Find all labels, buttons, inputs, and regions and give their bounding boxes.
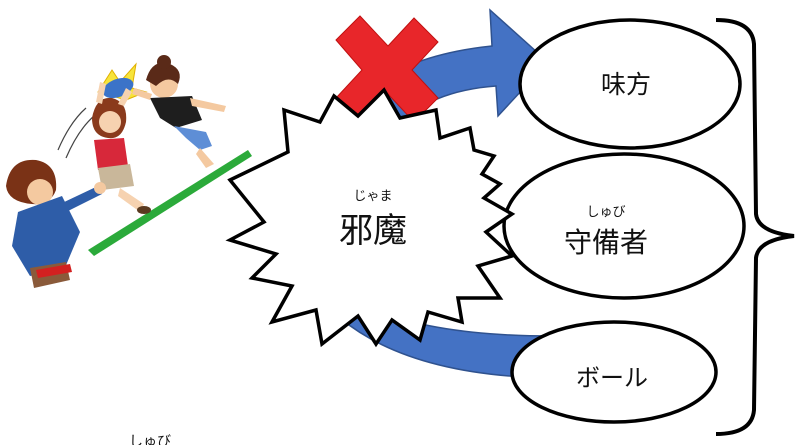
target-defender: しゅび 守備者: [502, 152, 746, 300]
player-back: [132, 55, 226, 168]
motion-line: [65, 115, 95, 159]
target-defender-label: 守備者: [564, 226, 648, 259]
right-curly-brace: [715, 18, 795, 436]
target-ball: ボール: [510, 320, 718, 424]
center-label: 邪魔: [339, 211, 407, 251]
cut-off-ruby-text: しゅび: [129, 434, 171, 445]
players-illustration: [6, 55, 252, 288]
target-ally: 味方: [518, 18, 742, 150]
target-defender-ruby: しゅび: [586, 205, 625, 220]
target-ally-label: 味方: [601, 70, 651, 99]
player-middle: [92, 82, 151, 214]
player-front: [6, 159, 106, 288]
target-ball-label: ボール: [576, 364, 648, 392]
motion-line: [57, 107, 87, 151]
center-ruby: じゃま: [353, 189, 392, 204]
interference-burst: じゃま 邪魔: [225, 87, 516, 348]
field-line: [88, 150, 252, 256]
